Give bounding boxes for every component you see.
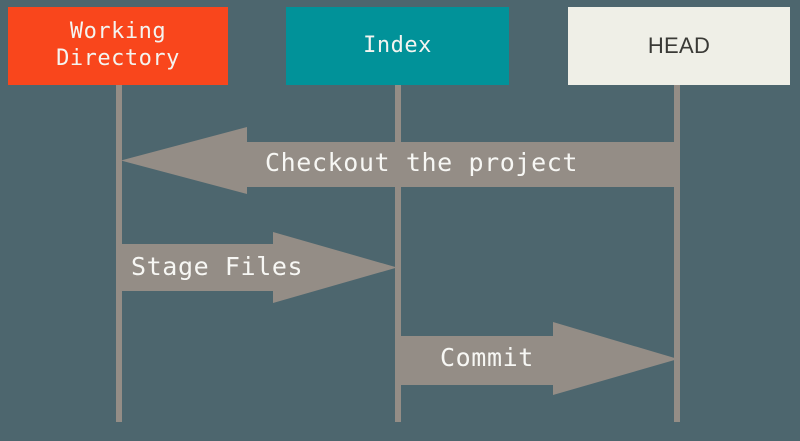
- arrow-label-stage-files: Stage Files: [131, 252, 304, 281]
- node-head[interactable]: HEAD: [568, 7, 790, 85]
- node-head-label: HEAD: [647, 32, 711, 58]
- arrow-label-commit: Commit: [440, 343, 534, 372]
- arrow-stage-files: [118, 232, 397, 303]
- node-index-label: Index: [363, 32, 432, 58]
- arrow-checkout: [121, 127, 678, 194]
- arrow-label-checkout: Checkout the project: [265, 148, 579, 177]
- node-working-directory-label: Working Directory: [56, 19, 180, 71]
- node-index[interactable]: Index: [286, 7, 509, 85]
- node-working-directory[interactable]: Working Directory: [8, 7, 228, 85]
- lifeline-head: [674, 85, 680, 422]
- arrow-commit: [398, 322, 678, 395]
- lifeline-index: [395, 85, 401, 422]
